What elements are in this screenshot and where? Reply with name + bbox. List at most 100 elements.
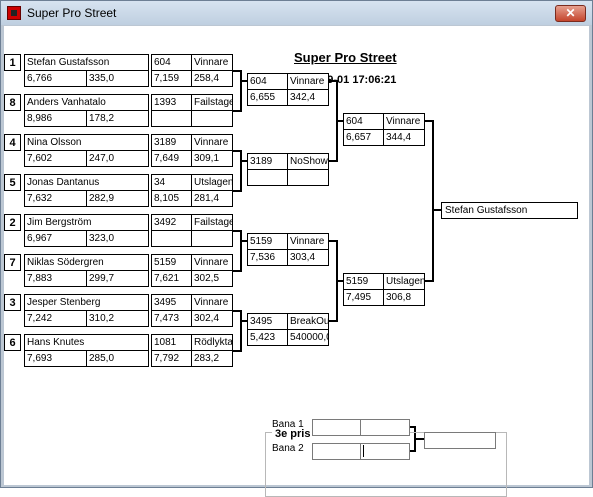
run-mph[interactable]: 258,4 xyxy=(191,70,233,87)
r2-run-id[interactable]: 3495 xyxy=(247,313,288,330)
r2-run-result[interactable]: BreakOut xyxy=(287,313,329,330)
title-bar[interactable]: Super Pro Street ✕ xyxy=(1,1,592,25)
run-mph[interactable] xyxy=(191,110,233,127)
run-result[interactable]: Utslagen xyxy=(191,174,233,191)
run-et[interactable] xyxy=(151,110,192,127)
r2-run-id[interactable]: 604 xyxy=(247,73,288,90)
r2-run-result[interactable]: Vinnare xyxy=(287,233,329,250)
run-result[interactable]: Failstage xyxy=(191,94,233,111)
run-et[interactable]: 8,105 xyxy=(151,190,192,207)
r3-run-result[interactable]: Vinnare xyxy=(383,113,425,130)
driver-name[interactable]: Jesper Stenberg xyxy=(24,294,149,311)
run-id[interactable]: 5159 xyxy=(151,254,192,271)
run-et-text: 7,473 xyxy=(154,313,180,324)
r2-run-et[interactable] xyxy=(247,169,288,186)
driver-reaction[interactable]: 7,693 xyxy=(24,350,87,367)
run-result[interactable]: Vinnare xyxy=(191,54,233,71)
run-mph[interactable]: 281,4 xyxy=(191,190,233,207)
bana2-field[interactable] xyxy=(312,443,410,460)
r2-run-et[interactable]: 7,536 xyxy=(247,249,288,266)
run-id[interactable]: 1393 xyxy=(151,94,192,111)
run-et[interactable]: 7,159 xyxy=(151,70,192,87)
driver-speed[interactable]: 178,2 xyxy=(86,110,149,127)
driver-speed[interactable]: 247,0 xyxy=(86,150,149,167)
third-place-title: 3e pris xyxy=(272,428,314,440)
seed-number: 3 xyxy=(4,294,21,311)
r2-run-id[interactable]: 3189 xyxy=(247,153,288,170)
run-et[interactable] xyxy=(151,230,192,247)
run-mph[interactable]: 283,2 xyxy=(191,350,233,367)
run-id-text: 604 xyxy=(154,57,171,68)
r2-run-mph[interactable]: 540000,0 xyxy=(287,329,329,346)
run-result[interactable]: Vinnare xyxy=(191,254,233,271)
r3-run-id[interactable]: 604 xyxy=(343,113,384,130)
driver-speed[interactable]: 310,2 xyxy=(86,310,149,327)
run-id[interactable]: 3189 xyxy=(151,134,192,151)
r3-run-id[interactable]: 5159 xyxy=(343,273,384,290)
seed-number: 5 xyxy=(4,174,21,191)
run-et-text: 8,105 xyxy=(154,193,180,204)
driver-name[interactable]: Jim Bergström xyxy=(24,214,149,231)
run-et[interactable]: 7,649 xyxy=(151,150,192,167)
r2-run-result[interactable]: NoShow xyxy=(287,153,329,170)
bana1-field[interactable] xyxy=(312,419,410,436)
run-result[interactable]: Rödlyktan xyxy=(191,334,233,351)
driver-speed-text: 178,2 xyxy=(89,113,115,124)
driver-speed[interactable]: 282,9 xyxy=(86,190,149,207)
run-mph[interactable] xyxy=(191,230,233,247)
driver-reaction-text: 7,693 xyxy=(27,353,53,364)
close-button[interactable]: ✕ xyxy=(555,5,586,22)
r2-run-mph[interactable] xyxy=(287,169,329,186)
run-mph[interactable]: 302,5 xyxy=(191,270,233,287)
run-et-text: 7,649 xyxy=(154,153,180,164)
run-id[interactable]: 3492 xyxy=(151,214,192,231)
seed-number: 1 xyxy=(4,54,21,71)
r3-run-mph[interactable]: 344,4 xyxy=(383,129,425,146)
run-mph[interactable]: 309,1 xyxy=(191,150,233,167)
driver-reaction[interactable]: 8,986 xyxy=(24,110,87,127)
r2-run-et[interactable]: 6,655 xyxy=(247,89,288,106)
driver-reaction[interactable]: 6,967 xyxy=(24,230,87,247)
driver-speed[interactable]: 285,0 xyxy=(86,350,149,367)
r3-run-et-text: 7,495 xyxy=(346,292,372,303)
run-result[interactable]: Vinnare xyxy=(191,294,233,311)
driver-name[interactable]: Jonas Dantanus xyxy=(24,174,149,191)
driver-reaction-text: 7,632 xyxy=(27,193,53,204)
run-et[interactable]: 7,473 xyxy=(151,310,192,327)
run-mph[interactable]: 302,4 xyxy=(191,310,233,327)
r2-run-id[interactable]: 5159 xyxy=(247,233,288,250)
driver-speed[interactable]: 299,7 xyxy=(86,270,149,287)
run-result[interactable]: Vinnare xyxy=(191,134,233,151)
r2-run-mph[interactable]: 342,4 xyxy=(287,89,329,106)
driver-reaction[interactable]: 7,602 xyxy=(24,150,87,167)
run-id[interactable]: 3495 xyxy=(151,294,192,311)
r3-run-et[interactable]: 7,495 xyxy=(343,289,384,306)
driver-name[interactable]: Anders Vanhatalo xyxy=(24,94,149,111)
run-id[interactable]: 604 xyxy=(151,54,192,71)
driver-name[interactable]: Niklas Södergren xyxy=(24,254,149,271)
r2-run-mph[interactable]: 303,4 xyxy=(287,249,329,266)
run-result-text: Vinnare xyxy=(194,257,229,268)
r3-run-result[interactable]: Utslagen xyxy=(383,273,425,290)
run-et[interactable]: 7,792 xyxy=(151,350,192,367)
driver-speed[interactable]: 323,0 xyxy=(86,230,149,247)
driver-reaction[interactable]: 6,766 xyxy=(24,70,87,87)
run-result-text: Utslagen xyxy=(194,177,232,188)
driver-reaction[interactable]: 7,632 xyxy=(24,190,87,207)
run-id[interactable]: 1081 xyxy=(151,334,192,351)
r2-run-result[interactable]: Vinnare xyxy=(287,73,329,90)
driver-name[interactable]: Hans Knutes xyxy=(24,334,149,351)
driver-reaction[interactable]: 7,883 xyxy=(24,270,87,287)
driver-name[interactable]: Stefan Gustafsson xyxy=(24,54,149,71)
run-et[interactable]: 7,621 xyxy=(151,270,192,287)
r3-run-mph[interactable]: 306,8 xyxy=(383,289,425,306)
r3-run-et[interactable]: 6,657 xyxy=(343,129,384,146)
driver-speed[interactable]: 335,0 xyxy=(86,70,149,87)
run-id[interactable]: 34 xyxy=(151,174,192,191)
run-result[interactable]: Failstage xyxy=(191,214,233,231)
driver-name[interactable]: Nina Olsson xyxy=(24,134,149,151)
winner-box[interactable]: Stefan Gustafsson xyxy=(441,202,578,219)
driver-reaction[interactable]: 7,242 xyxy=(24,310,87,327)
r2-run-et[interactable]: 5,423 xyxy=(247,329,288,346)
third-place-result-field[interactable] xyxy=(424,432,496,449)
